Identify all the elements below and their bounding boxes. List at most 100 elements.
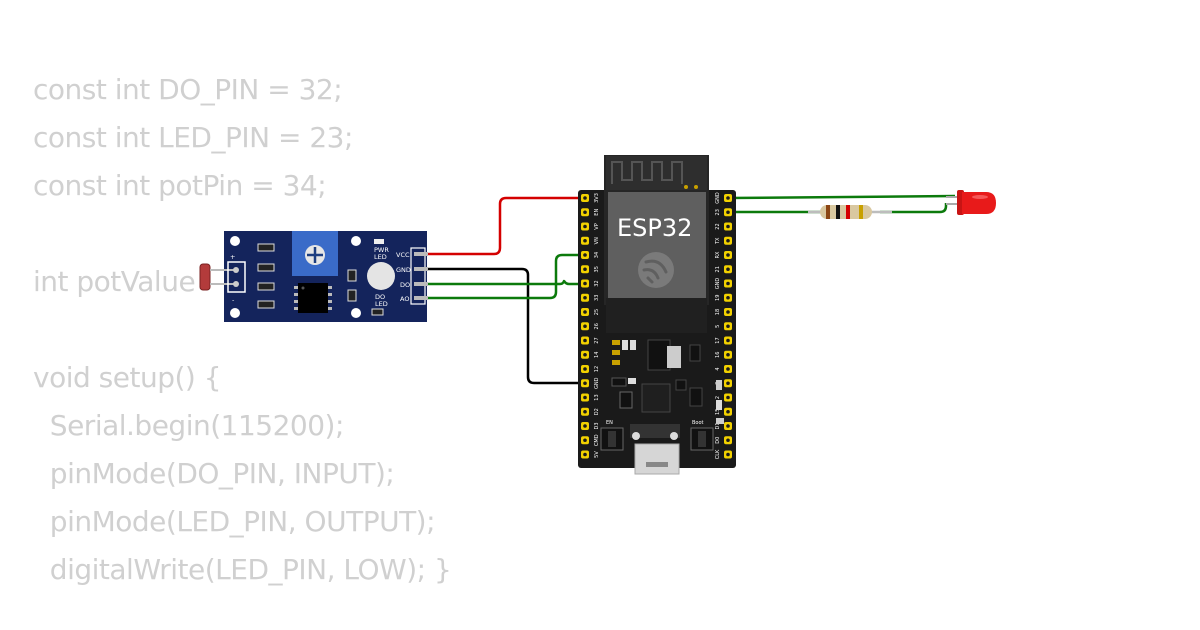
gpio-pin-label: 26 — [594, 323, 600, 329]
wire-do-32 — [428, 279, 585, 286]
ldr-sensor-module[interactable]: + - PWR LED DO LED — [199, 231, 428, 322]
gpio-pin-label: 17 — [715, 337, 721, 343]
esp32-board[interactable]: ESP32 3V3ENVPVN343532332526271412GND13D2… — [578, 155, 736, 475]
wire-gnd — [428, 267, 585, 385]
gpio-pin-hole — [726, 395, 730, 400]
board-components — [611, 339, 724, 424]
gpio-pin-label: 32 — [594, 280, 600, 286]
resistor-band — [836, 205, 840, 219]
gpio-pin-label: 3V3 — [594, 193, 600, 203]
pwr-led — [374, 239, 384, 244]
pin-label-ao: AO — [400, 295, 409, 303]
module-base — [606, 298, 707, 333]
gpio-pin-label: 16 — [715, 352, 721, 358]
do-led-label-1: DO — [375, 293, 385, 301]
resistor-band — [859, 205, 863, 219]
ldr-socket — [227, 261, 246, 293]
code-line: pinMode(DO_PIN, INPUT); — [33, 457, 395, 490]
usb-port-icon[interactable] — [630, 424, 680, 475]
gpio-pin-label: TX — [715, 237, 721, 245]
code-line: digitalWrite(LED_PIN, LOW); } — [33, 553, 452, 586]
gpio-pin-label: EN — [594, 209, 600, 216]
gpio-pin-label: GND — [715, 192, 721, 204]
gpio-pin-hole — [583, 452, 587, 457]
gpio-pin-hole — [726, 409, 730, 414]
ldr-pad — [233, 281, 239, 287]
code-line: int potValue — [33, 265, 196, 298]
gpio-pin-label: CLK — [715, 449, 721, 459]
wire-resistor-led — [880, 203, 948, 214]
gpio-pin-label: GND — [715, 278, 721, 290]
gpio-pin-label: 13 — [594, 394, 600, 400]
minus-label: - — [232, 296, 235, 304]
gpio-pin-label: 33 — [594, 295, 600, 301]
gpio-pin-hole — [726, 210, 730, 215]
en-label: EN — [606, 420, 613, 426]
gpio-pin-label: 27 — [594, 337, 600, 343]
boot-label: Boot — [692, 420, 704, 426]
gpio-pin-hole — [726, 438, 730, 443]
esp32-label: ESP32 — [617, 214, 692, 242]
gpio-pin-hole — [726, 281, 730, 286]
gpio-pin-label: 5V — [594, 451, 600, 458]
gpio-pin-label: 2 — [715, 396, 721, 399]
gpio-pin-label: 19 — [715, 295, 721, 301]
code-line: const int LED_PIN = 23; — [33, 121, 353, 154]
header-pins[interactable] — [414, 252, 428, 300]
gpio-pin-label: RX — [715, 251, 721, 258]
ldr-pad — [233, 267, 239, 273]
gpio-pin-hole — [726, 295, 730, 300]
gpio-pin-hole — [583, 238, 587, 243]
photoresistor-icon — [199, 263, 211, 291]
gpio-pin-label: 21 — [715, 266, 721, 272]
gpio-pin-label: CMD — [594, 434, 600, 446]
code-line: pinMode(LED_PIN, OUTPUT); — [33, 505, 436, 538]
gpio-pin-hole — [726, 267, 730, 272]
gpio-pin-label: 35 — [594, 266, 600, 272]
gpio-pin-label: 25 — [594, 309, 600, 315]
gpio-pin-hole — [583, 424, 587, 428]
gpio-pin-hole — [583, 224, 587, 229]
gpio-pin-hole — [583, 409, 587, 414]
plus-label: + — [230, 253, 235, 261]
gpio-pin-hole — [726, 253, 730, 257]
red-led[interactable] — [946, 190, 996, 215]
pin-header — [410, 247, 426, 305]
gpio-pin-hole — [726, 196, 730, 200]
code-background: const int DO_PIN = 32; const int LED_PIN … — [33, 66, 452, 594]
gpio-pin-hole — [726, 381, 730, 386]
pwr-led-label-2: LED — [374, 253, 387, 261]
antenna-dot — [684, 185, 688, 189]
gpio-pin-hole — [726, 338, 730, 343]
gpio-pin-hole — [583, 324, 587, 329]
antenna-trace — [611, 161, 683, 184]
gpio-pin-label: 5 — [715, 325, 721, 328]
gpio-pin-label: D1 — [715, 422, 721, 429]
gpio-pin-hole — [583, 381, 587, 386]
right-pin-column: GND2322TXRX21GND19185171640215D1D0CLK — [715, 192, 732, 459]
mount-hole — [230, 236, 240, 246]
indicator-led — [367, 262, 395, 290]
gpio-pin-hole — [726, 238, 730, 243]
pin-label-gnd: GND — [396, 266, 411, 274]
code-line: const int DO_PIN = 32; — [33, 73, 343, 106]
left-pin-column: 3V3ENVPVN343532332526271412GND13D2D3CMD5… — [581, 193, 600, 459]
resistor[interactable] — [808, 205, 892, 219]
gpio-pin-hole — [583, 338, 587, 343]
gpio-pin-label: 22 — [715, 223, 721, 229]
gpio-pin-hole — [583, 267, 587, 272]
gpio-pin-hole — [726, 310, 730, 314]
boot-button[interactable]: Boot — [690, 420, 714, 451]
gpio-pin-hole — [726, 224, 730, 229]
gpio-pin-hole — [583, 295, 587, 300]
gpio-pin-hole — [583, 253, 587, 257]
chip-legs — [294, 286, 332, 310]
gpio-pin-label: VP — [594, 223, 600, 229]
gpio-pin-label: 15 — [715, 409, 721, 415]
gpio-pin-hole — [726, 424, 730, 428]
resistor-band — [846, 205, 850, 219]
code-line: const int potPin = 34; — [33, 169, 327, 202]
gpio-pin-label: D0 — [715, 437, 721, 444]
en-button[interactable]: EN — [600, 420, 624, 451]
